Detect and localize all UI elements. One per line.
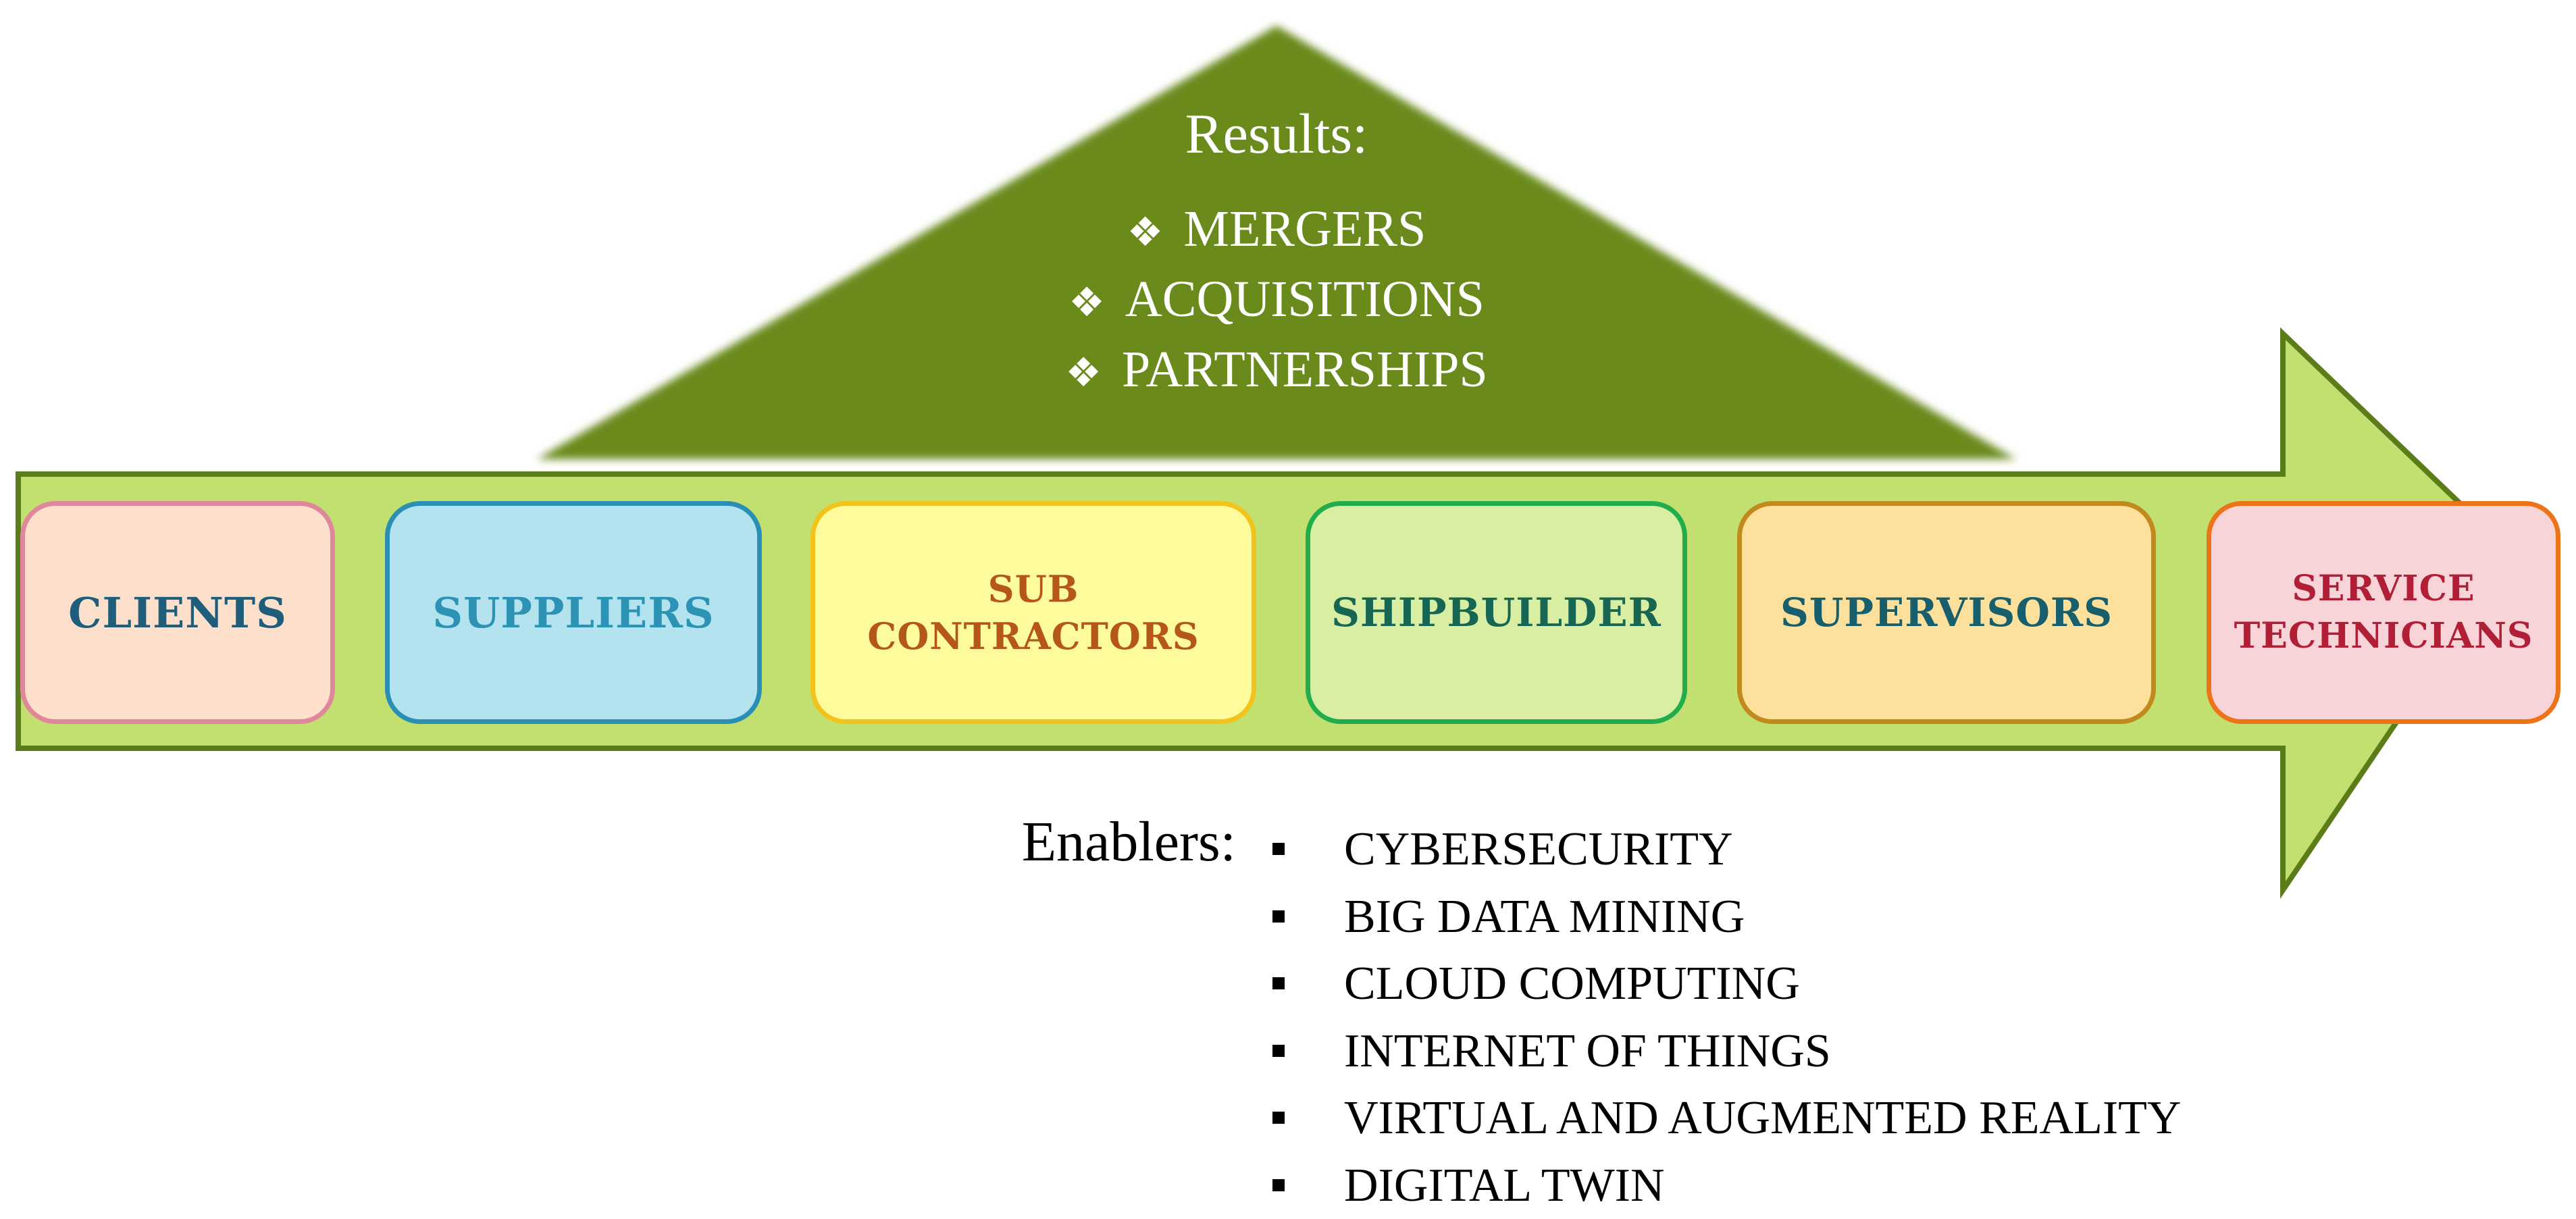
stakeholder-label-line: SHIPBUILDER (1331, 590, 1661, 636)
diamond-bullet-icon: ❖ (1127, 199, 1164, 266)
enabler-item-label: CYBERSECURITY (1344, 823, 1733, 875)
square-bullet-icon (1272, 1112, 1285, 1124)
enabler-item: INTERNET OF THINGS (1263, 1018, 2181, 1085)
stakeholder-label: SUPERVISORS (1780, 590, 2113, 636)
enabler-item: CYBERSECURITY (1263, 816, 2181, 883)
results-item-label: PARTNERSHIPS (1122, 341, 1488, 398)
stakeholder-label-line: TECHNICIANS (2234, 613, 2533, 660)
stakeholder-supervisors: SUPERVISORS (1737, 501, 2156, 724)
enabler-item-label: VIRTUAL AND AUGMENTED REALITY (1344, 1092, 2181, 1144)
enabler-item: CLOUD COMPUTING (1263, 950, 2181, 1018)
enabler-item: BIG DATA MINING (1263, 883, 2181, 951)
enabler-item-label: CLOUD COMPUTING (1344, 958, 1800, 1010)
enabler-item-label: INTERNET OF THINGS (1344, 1025, 1831, 1077)
results-item: ❖ ACQUISITIONS (1000, 266, 1553, 336)
results-item-label: ACQUISITIONS (1125, 271, 1485, 328)
diamond-bullet-icon: ❖ (1068, 269, 1105, 336)
stakeholder-label: SUB CONTRACTORS (867, 565, 1199, 660)
stakeholder-label: SHIPBUILDER (1331, 590, 1661, 636)
results-item: ❖ PARTNERSHIPS (1000, 336, 1553, 407)
stakeholder-label-line: SUPPLIERS (432, 588, 714, 638)
stakeholder-label-line: CLIENTS (68, 588, 287, 638)
stakeholder-label-line: SUB (867, 565, 1199, 613)
stakeholder-sub-contractors: SUB CONTRACTORS (810, 501, 1256, 724)
stakeholder-label-line: CONTRACTORS (867, 613, 1199, 660)
square-bullet-icon (1272, 1179, 1285, 1191)
stakeholder-service-technicians: SERVICE TECHNICIANS (2207, 501, 2560, 724)
stakeholder-suppliers: SUPPLIERS (385, 501, 762, 724)
enabler-item: DIGITAL TWIN (1263, 1152, 2181, 1219)
square-bullet-icon (1272, 910, 1285, 923)
stakeholder-label-line: SUPERVISORS (1780, 590, 2113, 636)
square-bullet-icon (1272, 977, 1285, 989)
diamond-bullet-icon: ❖ (1065, 340, 1102, 407)
results-item-label: MERGERS (1183, 201, 1426, 257)
results-title: Results: (1000, 101, 1553, 167)
enabler-item: VIRTUAL AND AUGMENTED REALITY (1263, 1085, 2181, 1152)
results-item: ❖ MERGERS (1000, 196, 1553, 266)
stakeholder-clients: CLIENTS (20, 501, 335, 724)
enablers-list: CYBERSECURITY BIG DATA MINING CLOUD COMP… (1263, 816, 2181, 1219)
stakeholder-label-line: SERVICE (2234, 565, 2533, 613)
enabler-item-label: BIG DATA MINING (1344, 891, 1745, 943)
stakeholder-label: SUPPLIERS (432, 588, 714, 638)
stakeholder-shipbuilder: SHIPBUILDER (1306, 501, 1687, 724)
results-list: ❖MERGERS ❖ACQUISITIONS ❖PARTNERSHIPS (1000, 196, 1553, 407)
stakeholder-label: SERVICE TECHNICIANS (2234, 565, 2533, 660)
enabler-item-label: DIGITAL TWIN (1344, 1160, 1665, 1212)
enablers-label: Enablers: (993, 809, 1236, 875)
square-bullet-icon (1272, 843, 1285, 855)
square-bullet-icon (1272, 1045, 1285, 1057)
stakeholder-label: CLIENTS (68, 588, 287, 638)
